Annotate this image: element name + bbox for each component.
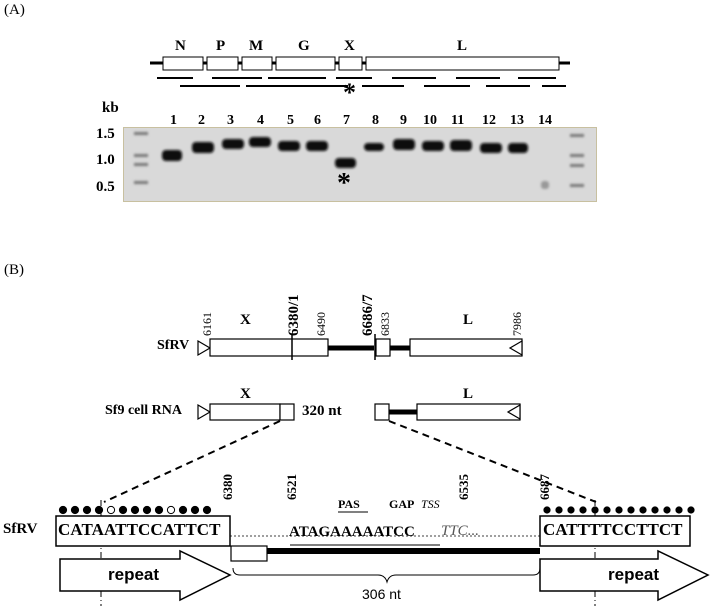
genome-star: *: [343, 78, 356, 107]
pos-6161: 6161: [200, 312, 214, 336]
gel-image: [123, 127, 597, 202]
band-star: *: [337, 168, 351, 199]
panel-b-label: (B): [4, 262, 24, 278]
lane-number: 11: [451, 113, 465, 128]
lane-number: 7: [343, 113, 350, 128]
sf9-label: Sf9 cell RNA: [105, 403, 182, 418]
length-306-label: 306 nt: [362, 586, 401, 602]
lane-number: 3: [227, 113, 234, 128]
gene-box-n: [162, 56, 204, 71]
gene-label-g: G: [298, 38, 310, 54]
seq-right-text: CATTTTCCTTCT: [543, 520, 683, 539]
repeat-arrow-right: [539, 549, 710, 602]
dots-row-right: [543, 506, 695, 514]
left-seq-box: [55, 515, 231, 547]
pas-label: PAS: [338, 497, 360, 511]
gene-box-p: [206, 56, 239, 71]
gel-size-0-5: 0.5: [96, 179, 115, 195]
gene-label-m: M: [249, 38, 264, 54]
transcript-box: [230, 545, 268, 562]
lane-number: 5: [287, 113, 294, 128]
lane-number: 13: [510, 113, 524, 128]
lane-number: 10: [423, 113, 437, 128]
pos-6380-1: 6380/1: [286, 294, 302, 336]
sf9-gene-l-label: L: [463, 386, 474, 402]
lane-number: 12: [482, 113, 496, 128]
ladder-left: [134, 132, 148, 184]
seq-sfrv-label: SfRV: [3, 521, 38, 537]
gene-box-g: [275, 56, 336, 71]
gene-label-l: L: [457, 38, 468, 54]
left-terminal-arrow: [197, 339, 212, 357]
gene-label-x: X: [344, 38, 355, 54]
tss-label: TSS: [421, 497, 440, 511]
gel-bands: [134, 132, 584, 189]
gene-x-label: X: [240, 312, 251, 328]
gene-box-l: [365, 56, 560, 71]
genome-map: [150, 56, 570, 87]
right-terminal-arrow: [508, 339, 523, 357]
dots-row-left: [58, 505, 212, 515]
lane-number: 8: [372, 113, 379, 128]
lane-number: 2: [198, 113, 205, 128]
pos-6490: 6490: [314, 312, 328, 336]
panel-a-label: (A): [4, 2, 25, 18]
repeat-arrow-left: [59, 549, 232, 602]
sfrv-l-box: [409, 338, 523, 357]
sfrv-label: SfRV: [157, 338, 190, 353]
gap-label: GAP: [389, 497, 415, 511]
amplicon-lines: [157, 77, 566, 87]
gene-box-m: [241, 56, 273, 71]
sfrv-x-box: [209, 338, 329, 357]
seq-middle-text: ATAGAAAAATCC: [289, 524, 415, 540]
repeat-label-left: repeat: [108, 565, 160, 584]
gene-l-label: L: [463, 312, 474, 328]
sf9-gene-x-label: X: [240, 386, 251, 402]
seq-left-text: CATAATTCCATTCT: [58, 520, 221, 539]
gel-unit-label: kb: [102, 100, 119, 116]
lane-number: 1: [170, 113, 177, 128]
lane-number: 9: [400, 113, 407, 128]
seq-pos-6535: 6535: [456, 474, 471, 500]
lane-number: 4: [257, 113, 264, 128]
gene-label-p: P: [216, 38, 226, 54]
sf9-rna: [197, 403, 521, 421]
sfrv-genome: [197, 334, 523, 360]
lane-number: 6: [314, 113, 321, 128]
gene-box-x: [338, 56, 363, 71]
lane-number: 14: [538, 113, 552, 128]
seq-ttc-text: TTC...: [441, 523, 479, 539]
seq-pos-6380: 6380: [220, 474, 235, 500]
gel-size-1-0: 1.0: [96, 152, 115, 168]
pos-6833: 6833: [378, 312, 392, 336]
sample-bands: [162, 137, 549, 189]
brace-306: [232, 567, 541, 584]
seq-pos-6521: 6521: [284, 474, 299, 500]
ladder-right: [570, 134, 584, 187]
zoom-lines: [103, 420, 597, 503]
gene-label-n: N: [175, 38, 186, 54]
seq-pos-6687: 6687: [537, 474, 552, 500]
repeat-label-right: repeat: [608, 565, 660, 584]
gel-size-1-5: 1.5: [96, 126, 115, 142]
pos-6686-7: 6686/7: [360, 294, 376, 336]
right-seq-box: [539, 515, 691, 547]
length-320-label: 320 nt: [302, 403, 342, 419]
pos-7986: 7986: [510, 312, 524, 336]
